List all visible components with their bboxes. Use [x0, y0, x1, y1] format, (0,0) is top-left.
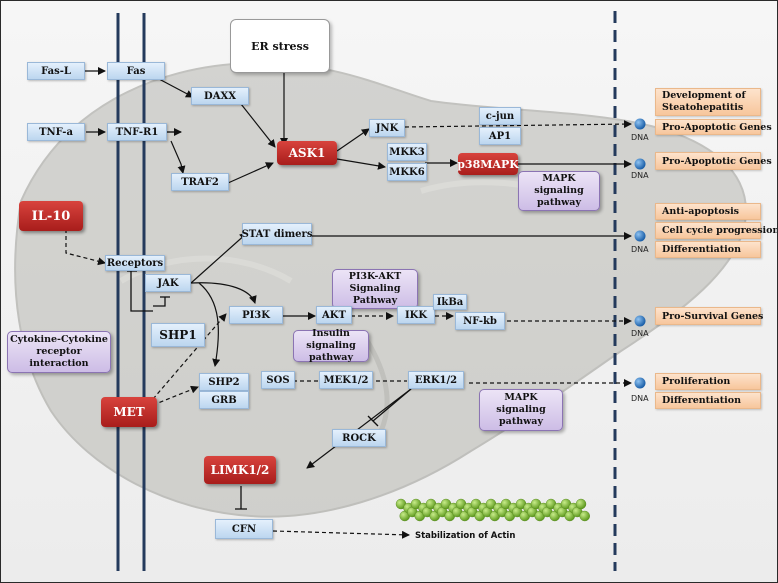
actin-bead	[579, 510, 590, 522]
mapk-pathway-box-2[interactable]: MAPK signaling pathway	[479, 389, 563, 431]
outcome-pro-apoptotic-1: Pro-Apoptotic Genes	[655, 119, 772, 135]
dna-marker-5	[634, 377, 646, 389]
dna-label-2: DNA	[631, 171, 649, 180]
dna-markers	[634, 118, 646, 389]
stat-dimers-node: STAT dimers	[242, 223, 312, 245]
sos-node: SOS	[261, 371, 295, 389]
pi3k-akt-pathway-box[interactable]: PI3K-AKT Signaling Pathway	[332, 269, 418, 309]
outcome-cell-cycle: Cell cycle progression	[655, 222, 777, 239]
cfn-node: CFN	[215, 519, 273, 539]
shp2-node: SHP2	[199, 373, 249, 391]
insulin-pathway-box[interactable]: Insulin signaling pathway	[293, 328, 369, 363]
limk12-node: LIMK1/2	[204, 456, 276, 484]
tnf-r1-node: TNF-R1	[107, 123, 167, 141]
jak-node: JAK	[145, 274, 191, 292]
traf2-node: TRAF2	[171, 173, 229, 191]
jnk-node: JNK	[369, 119, 405, 137]
actin-stabilization-label: Stabilization of Actin	[415, 531, 516, 541]
dna-label-3: DNA	[631, 245, 649, 254]
il-10-node: IL-10	[19, 201, 83, 231]
actin-filament	[395, 498, 590, 522]
pi3k-node: PI3K	[229, 306, 283, 324]
erk12-node: ERK1/2	[408, 371, 464, 389]
tnf-a-node: TNF-a	[27, 123, 85, 141]
dna-label-5: DNA	[631, 394, 649, 403]
c-jun-node: c-jun	[479, 107, 521, 125]
mapk-pathway-box-1[interactable]: MAPK signaling pathway	[518, 171, 600, 211]
nf-kb-node: NF-kb	[455, 312, 505, 330]
dna-label-4: DNA	[631, 329, 649, 338]
met-node: MET	[101, 397, 157, 427]
er-stress-node: ER stress	[230, 19, 330, 73]
actin-bead	[575, 498, 587, 510]
outcome-pro-survival: Pro-Survival Genes	[655, 307, 763, 325]
fas-node: Fas	[107, 62, 165, 80]
outcome-differentiation-1: Differentiation	[655, 241, 761, 258]
grb-node: GRB	[199, 391, 249, 409]
mek12-node: MEK1/2	[319, 371, 373, 389]
dna-marker-1	[634, 118, 646, 130]
outcome-proliferation: Proliferation	[655, 373, 761, 390]
outcome-steatohepatitis: Development of Steatohepatitis	[655, 88, 761, 116]
cytokine-receptor-pathway-box[interactable]: Cytokine-Cytokine receptor interaction	[7, 331, 111, 373]
akt-node: AKT	[316, 306, 352, 324]
ap1-node: AP1	[479, 127, 521, 145]
outcome-pro-apoptotic-2: Pro-Apoptotic Genes	[655, 152, 772, 170]
dna-label-1: DNA	[631, 133, 649, 142]
receptors-node: Receptors	[105, 255, 165, 271]
shp1-node: SHP1	[151, 323, 205, 347]
rock-node: ROCK	[332, 429, 386, 447]
ask1-node: ASK1	[277, 141, 337, 165]
dna-marker-3	[634, 230, 646, 242]
fas-l-node: Fas-L	[27, 62, 85, 80]
ikba-node: IkBa	[433, 294, 467, 310]
mkk6-node: MKK6	[387, 163, 427, 181]
dna-marker-2	[634, 158, 646, 170]
outcome-differentiation-2: Differentiation	[655, 392, 761, 409]
outcome-anti-apoptosis: Anti-apoptosis	[655, 203, 761, 220]
mkk3-node: MKK3	[387, 143, 427, 161]
p38mapk-node: p38MAPK	[457, 153, 519, 175]
ikk-node: IKK	[397, 306, 435, 324]
dna-marker-4	[634, 315, 646, 327]
daxx-node: DAXX	[191, 87, 249, 105]
